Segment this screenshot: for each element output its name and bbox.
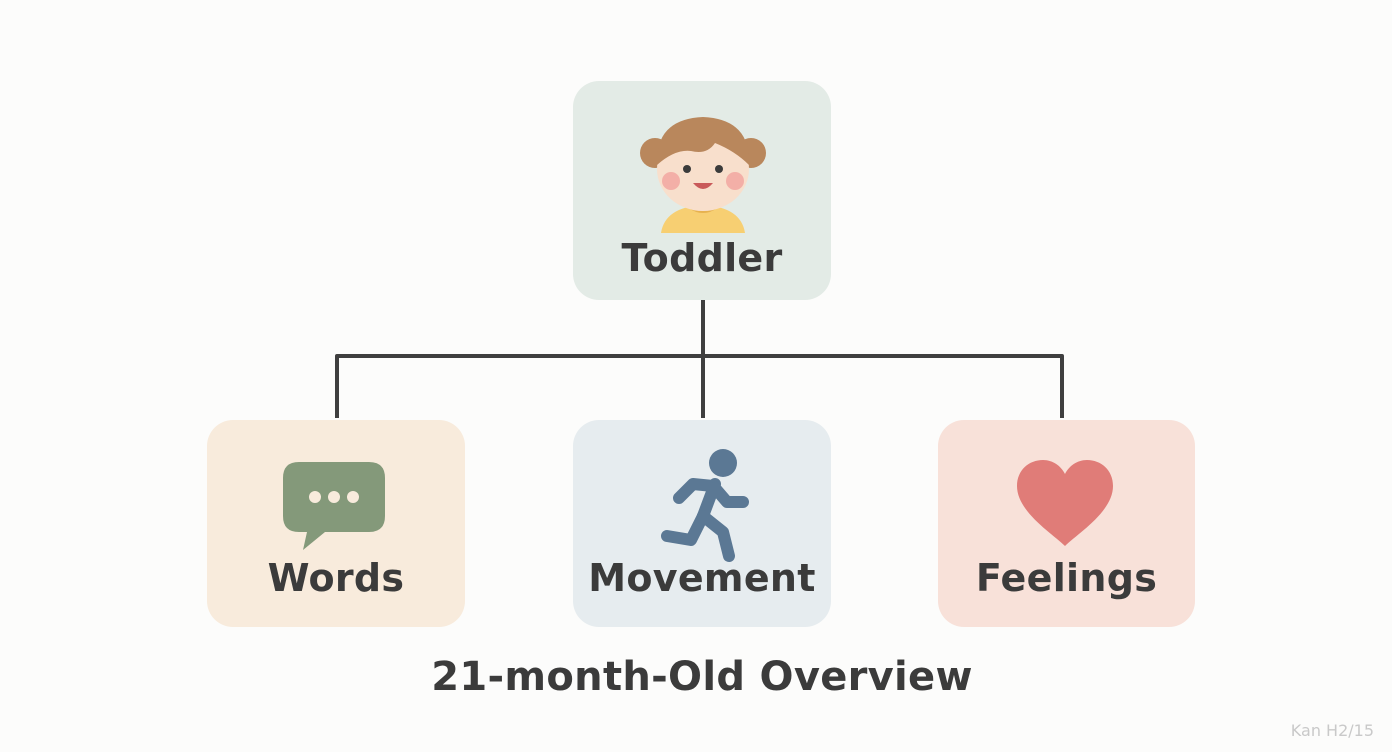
- running-person-icon: [655, 446, 755, 570]
- node-feelings: Feelings: [938, 420, 1195, 627]
- branch-bar-connector: [335, 354, 1064, 418]
- node-label-movement: Movement: [588, 556, 816, 600]
- node-movement: Movement: [573, 420, 831, 627]
- node-words: Words: [207, 420, 465, 627]
- diagram-caption: 21-month-Old Overview: [431, 654, 973, 700]
- heart-icon: [1013, 458, 1117, 552]
- node-label-words: Words: [267, 556, 405, 600]
- speech-bubble-icon: [281, 458, 391, 558]
- watermark: Kan H2/15: [1290, 721, 1374, 740]
- node-label-feelings: Feelings: [975, 556, 1158, 600]
- node-toddler: Toddler: [573, 81, 831, 300]
- node-label-toddler: Toddler: [621, 236, 783, 280]
- toddler-face-icon: [635, 111, 771, 237]
